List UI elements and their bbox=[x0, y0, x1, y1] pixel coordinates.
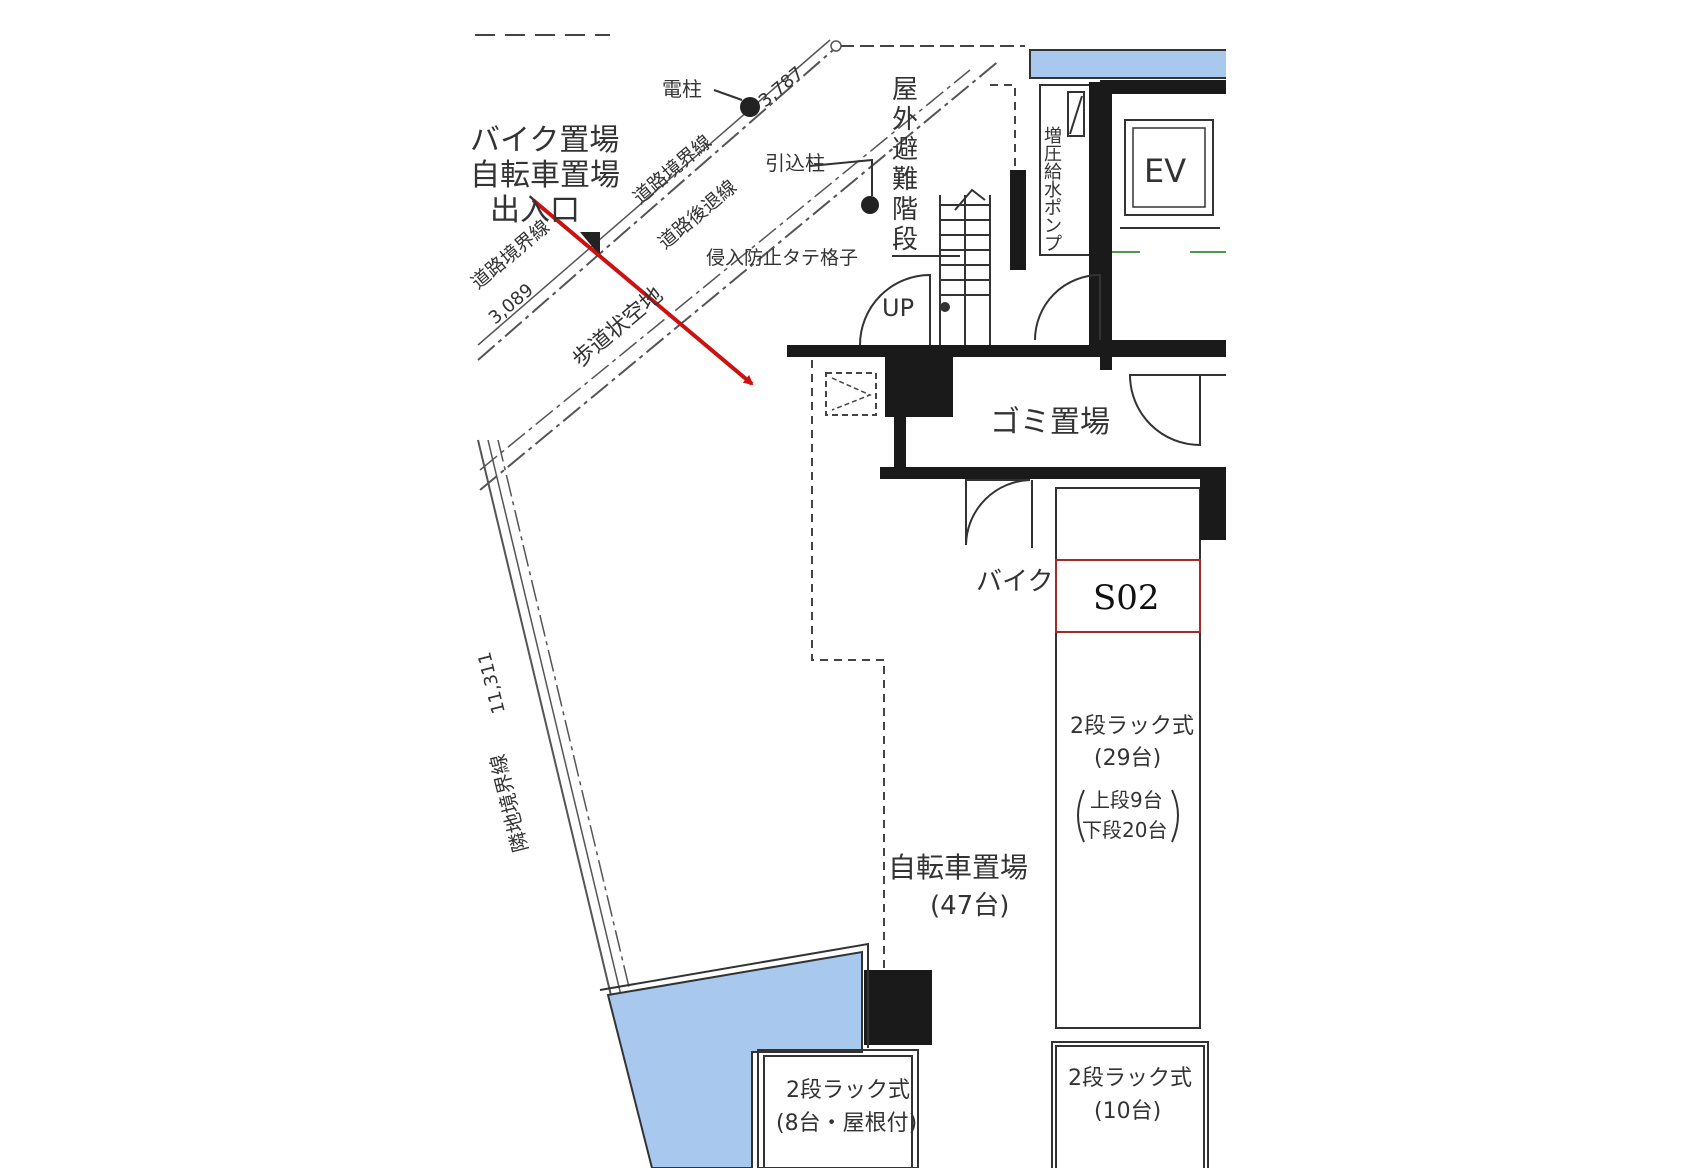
rack2-line1: 2段ラック式 bbox=[786, 1078, 910, 1103]
bike-label: バイク bbox=[976, 567, 1053, 597]
sidewalk-label: 歩道状空地 bbox=[568, 283, 668, 373]
svg-text:屋: 屋 bbox=[892, 75, 918, 105]
road-boundary-lines bbox=[477, 39, 1001, 491]
up-label: UP bbox=[882, 294, 914, 322]
neighbor-line-label: 隣地境界線 bbox=[485, 752, 532, 855]
pillar bbox=[864, 970, 932, 1045]
road-distance-c: 3,089 bbox=[485, 280, 538, 329]
rack1-line2: (29台) bbox=[1094, 746, 1161, 771]
bike-door bbox=[965, 479, 1031, 546]
svg-text:給: 給 bbox=[1044, 162, 1062, 183]
svg-text:階: 階 bbox=[892, 195, 918, 225]
rack1-line3: 上段9台 bbox=[1090, 788, 1163, 812]
escape-stair-label: 屋 外 避 難 階 段 bbox=[892, 75, 918, 255]
svg-text:ン: ン bbox=[1044, 216, 1062, 237]
garbage-room bbox=[787, 345, 1232, 479]
pole-label: 電柱 bbox=[662, 77, 702, 101]
rack2-line2: (8台・屋根付) bbox=[776, 1111, 917, 1136]
svg-text:難: 難 bbox=[892, 165, 918, 195]
core-wall-right bbox=[1100, 80, 1230, 92]
rack1-line1: 2段ラック式 bbox=[1070, 714, 1194, 739]
intrusion-grating-label: 侵入防止タテ格子 bbox=[706, 247, 858, 269]
rack3-line2: (10台) bbox=[1094, 1099, 1161, 1124]
svg-text:水: 水 bbox=[1044, 180, 1062, 201]
intro-pole-icon bbox=[861, 196, 879, 214]
water-feature-top bbox=[1029, 49, 1231, 79]
pump-label: 増 圧 給 水 ポ ン プ bbox=[1044, 126, 1062, 255]
utility-pole-icon bbox=[740, 97, 760, 117]
svg-text:プ: プ bbox=[1044, 234, 1062, 255]
svg-text:圧: 圧 bbox=[1044, 144, 1062, 165]
svg-text:ポ: ポ bbox=[1044, 198, 1062, 219]
neighbor-distance: 11,311 bbox=[474, 650, 510, 716]
svg-text:外: 外 bbox=[892, 105, 918, 135]
up-door bbox=[859, 273, 931, 346]
bike-bicycle-label-3: 出入口 bbox=[490, 193, 580, 228]
pole-distance: 3,787 bbox=[755, 63, 808, 112]
ev-core bbox=[1089, 82, 1251, 356]
bike-bicycle-label-1: バイク置場 bbox=[470, 123, 619, 158]
intro-pole-label: 引込柱 bbox=[765, 151, 825, 175]
bike-bicycle-label-2: 自転車置場 bbox=[470, 158, 620, 193]
svg-text:増: 増 bbox=[1044, 126, 1062, 147]
bicycle-count-label: (47台) bbox=[930, 891, 1009, 921]
rack1-line4: 下段20台 bbox=[1082, 818, 1167, 842]
s02-box bbox=[1055, 559, 1201, 633]
s02-label: S02 bbox=[1093, 578, 1160, 618]
garbage-label: ゴミ置場 bbox=[990, 405, 1110, 440]
stair-wall bbox=[1010, 170, 1026, 270]
bicycle-parking-label: 自転車置場 bbox=[888, 851, 1028, 884]
svg-text:避: 避 bbox=[892, 135, 918, 165]
water-feature-bottom bbox=[599, 942, 869, 1168]
rack1-brackets bbox=[1077, 789, 1179, 843]
core-door bbox=[1034, 273, 1101, 341]
building-outline-dashed bbox=[990, 84, 1016, 170]
entrance-route-arrow bbox=[531, 198, 754, 386]
rack3-line1: 2段ラック式 bbox=[1068, 1066, 1192, 1091]
escape-stair bbox=[939, 188, 991, 345]
ev-label: EV bbox=[1144, 152, 1186, 190]
rack2-frame bbox=[757, 1049, 919, 1168]
svg-text:段: 段 bbox=[892, 225, 918, 255]
